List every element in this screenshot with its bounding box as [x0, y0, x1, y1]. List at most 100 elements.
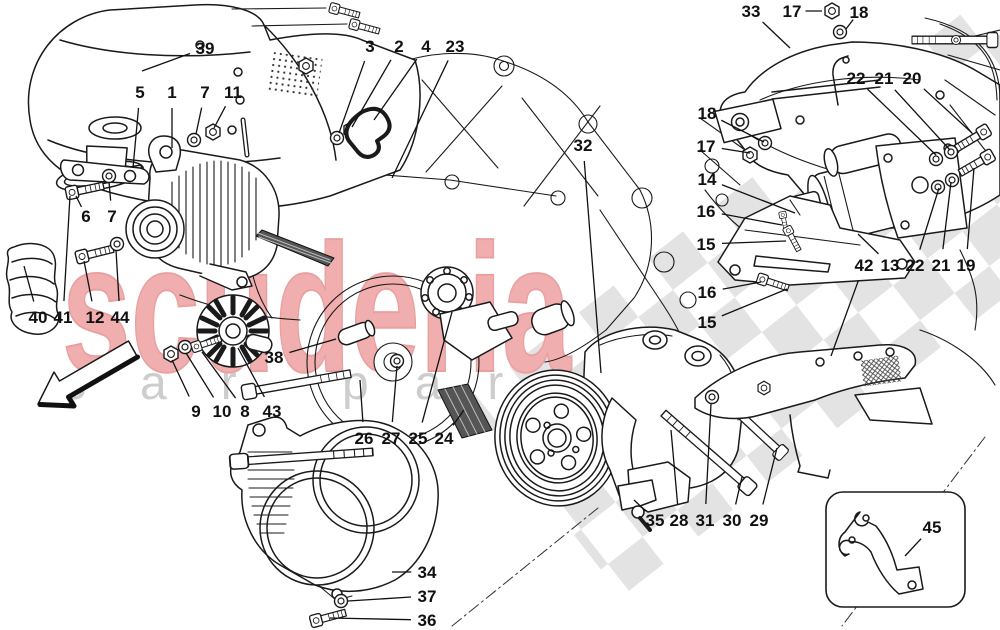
callout-41: 41: [54, 308, 73, 327]
callout-leader-16: [721, 213, 783, 226]
callout-leader-7: [108, 181, 112, 201]
bracket-45: [838, 511, 924, 595]
callout-leader-44: [115, 249, 120, 302]
callout-2: 2: [394, 37, 403, 56]
callout-19: 19: [957, 256, 976, 275]
callout-leader-41: [63, 195, 71, 302]
callout-leader-4: [373, 58, 418, 121]
callout-leader-21: [894, 89, 951, 151]
callout-leader-13: [857, 233, 879, 255]
callout-20: 20: [903, 69, 922, 88]
callout-leader-27: [391, 365, 398, 423]
callout-31: 31: [696, 511, 715, 530]
callout-leader-18: [720, 119, 765, 143]
callout-28: 28: [670, 511, 689, 530]
hose-40: [5, 145, 145, 335]
callout-leader-15: [721, 240, 787, 245]
callout-45: 45: [923, 518, 942, 537]
callout-leader-36: [329, 617, 412, 621]
callout-leader-31: [705, 403, 712, 505]
callout-24: 24: [435, 429, 454, 448]
callout-23: 23: [446, 37, 465, 56]
callout-leader-29: [762, 447, 778, 505]
rubber-mount-4: [344, 106, 392, 159]
callout-leader-20: [923, 88, 973, 134]
callout-22: 22: [906, 256, 925, 275]
callout-leader-3: [338, 60, 366, 134]
callout-leader-14: [721, 184, 796, 214]
callout-leader-19: [966, 167, 975, 250]
callout-leader-45: [904, 538, 922, 557]
callout-leader-22: [867, 88, 937, 156]
callout-4: 4: [421, 37, 431, 56]
callout-17: 17: [697, 137, 716, 156]
callout-leader-7: [195, 107, 203, 135]
brand-watermark: scuderia car parts: [61, 205, 633, 410]
callout-leader-12: [83, 260, 93, 302]
callout-leader-11: [213, 105, 227, 129]
callout-leader-35: [633, 499, 646, 512]
callout-leader-37: [347, 596, 412, 602]
callout-12: 12: [86, 308, 105, 327]
callout-leader-42: [830, 279, 860, 357]
callout-leader-40: [23, 265, 35, 302]
callout-37: 37: [418, 587, 437, 606]
callout-leader-33: [762, 21, 791, 49]
callout-40: 40: [29, 308, 48, 327]
callout-32: 32: [574, 136, 593, 155]
belt-24: [437, 383, 493, 439]
callout-30: 30: [723, 511, 742, 530]
callout-leader-28: [670, 429, 679, 505]
callout-25: 25: [409, 429, 428, 448]
callout-36: 36: [418, 611, 437, 630]
bracket-35: [617, 479, 657, 532]
inset-box: [825, 491, 966, 608]
callout-5: 5: [135, 83, 144, 102]
callout-33: 33: [742, 2, 761, 21]
callout-leader-10: [185, 352, 215, 398]
direction-arrow: [37, 340, 140, 409]
callout-29: 29: [750, 511, 769, 530]
callout-leader-18: [845, 19, 854, 30]
callout-44: 44: [111, 308, 130, 327]
callout-1: 1: [167, 83, 176, 102]
callout-leader-2: [351, 59, 392, 128]
callout-39: 39: [196, 39, 215, 58]
idler-bearing-25: [420, 266, 519, 361]
tensioner-pulley-43: [196, 294, 273, 368]
callout-21: 21: [932, 256, 951, 275]
callout-14: 14: [698, 170, 717, 189]
callout-leader-8: [201, 351, 237, 399]
callout-leader-22: [919, 187, 940, 250]
callout-6: 6: [81, 207, 90, 226]
alternator-1: [59, 135, 301, 321]
callout-7: 7: [200, 83, 209, 102]
callout-17: 17: [783, 2, 802, 21]
callout-16: 16: [697, 202, 716, 221]
callout-3: 3: [365, 37, 374, 56]
callout-26: 26: [355, 429, 374, 448]
callout-leader-25: [421, 311, 453, 423]
starter-bracket-14: [717, 195, 916, 294]
callout-leader-26: [359, 379, 364, 423]
alternator-fasteners: [64, 106, 405, 369]
callout-10: 10: [213, 402, 232, 421]
callout-27: 27: [382, 429, 401, 448]
spacer-38: [337, 300, 575, 346]
callout-leader-30: [734, 476, 743, 505]
callout-9: 9: [191, 402, 200, 421]
callout-21: 21: [875, 69, 894, 88]
starter-rear-plate: [875, 137, 968, 239]
callout-38: 38: [265, 348, 284, 367]
callout-leader-23: [391, 60, 449, 179]
callout-43: 43: [263, 402, 282, 421]
callout-34: 34: [418, 563, 437, 582]
callout-leader-6: [75, 195, 83, 208]
callout-leader-24: [452, 409, 465, 426]
callout-leader-5: [132, 107, 140, 169]
callout-8: 8: [240, 402, 249, 421]
callout-leader-43: [237, 347, 265, 398]
callout-13: 13: [881, 256, 900, 275]
